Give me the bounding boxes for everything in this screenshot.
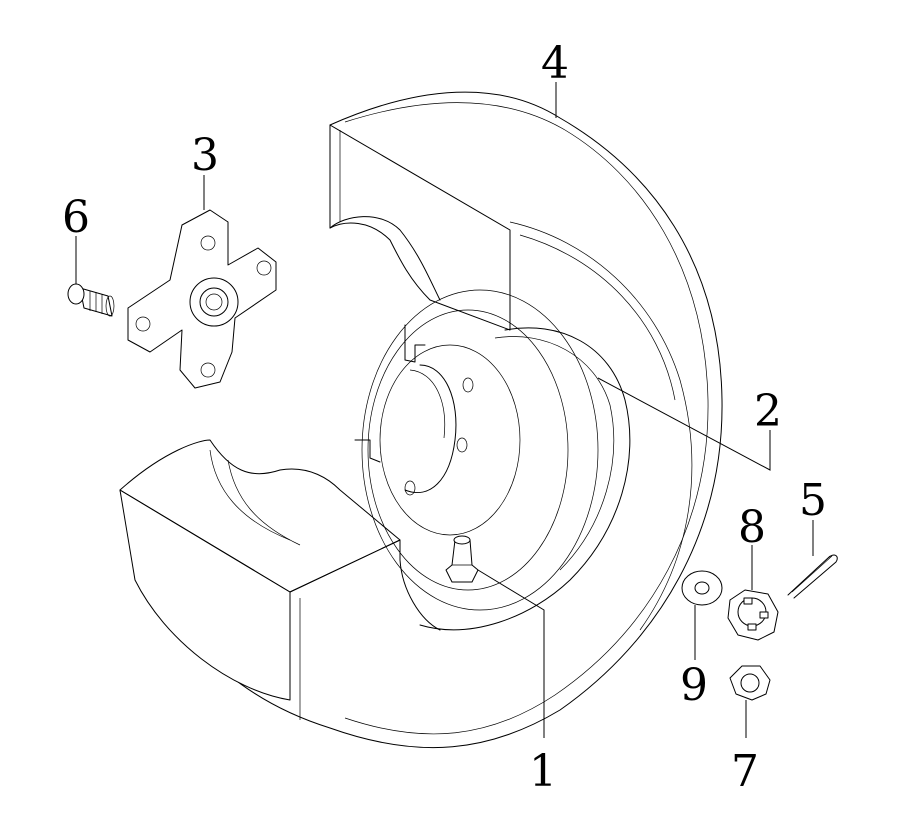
callout-1: 1 [529,746,557,797]
callout-5: 5 [799,475,827,526]
callout-6: 6 [62,192,90,243]
callout-2: 2 [754,386,782,437]
washer-part [681,570,723,606]
flange-nut-part [729,665,771,701]
wheel-bolt-part [67,283,115,317]
tire-part [119,91,723,749]
leader-lines [75,82,814,738]
callout-3: 3 [191,130,219,181]
callout-8: 8 [738,502,766,553]
valve-stem-part [445,535,479,583]
cotter-pin-part [787,554,838,599]
leader-1 [477,569,545,738]
rim-part [354,289,631,631]
leader-2 [597,377,771,471]
castle-nut-part [727,589,779,641]
callout-labels: 4 3 6 2 5 8 9 1 7 [62,38,827,797]
callout-4: 4 [541,38,569,89]
hub-part [127,209,277,389]
callout-7: 7 [731,746,759,797]
callout-9: 9 [680,660,708,711]
